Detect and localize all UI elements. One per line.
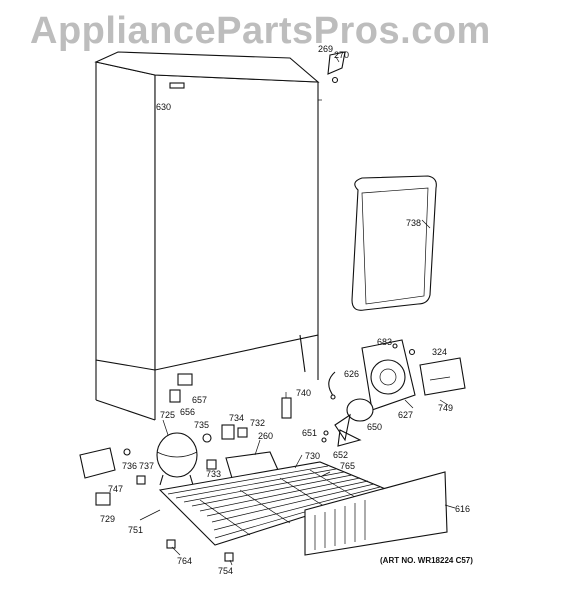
part-label-616: 616 — [455, 504, 471, 514]
overload-relay — [169, 373, 193, 403]
part-label-730: 730 — [305, 451, 321, 461]
part-label-733: 733 — [206, 469, 222, 479]
part-label-732: 732 — [250, 418, 266, 428]
part-label-738: 738 — [406, 218, 422, 228]
part-label-650: 650 — [367, 422, 383, 432]
part-label-737: 737 — [139, 461, 155, 471]
part-label-736: 736 — [122, 461, 138, 471]
mullion-cover — [419, 357, 466, 396]
part-label-627: 627 — [398, 410, 414, 420]
compressor — [156, 432, 198, 486]
fan-bracket — [361, 339, 416, 411]
part-label-652: 652 — [333, 450, 349, 460]
condenser-grid — [158, 461, 390, 546]
part-label-270: 270 — [334, 50, 350, 60]
wire-harness — [328, 371, 336, 400]
part-label-656: 656 — [180, 407, 196, 417]
left-components — [79, 447, 146, 506]
part-label-764: 764 — [177, 556, 193, 566]
part-label-754: 754 — [218, 566, 234, 576]
leader-lines — [139, 56, 456, 566]
part-label-324: 324 — [432, 347, 448, 357]
start-relay-group — [202, 424, 248, 470]
hinge-bracket — [327, 51, 346, 84]
door-gasket — [351, 175, 437, 311]
part-label-740: 740 — [296, 388, 312, 398]
fan-motor — [334, 398, 374, 447]
rear-grille — [304, 471, 448, 556]
part-label-747: 747 — [108, 484, 124, 494]
cabinet-shell — [94, 51, 322, 421]
defrost-switch — [281, 392, 292, 419]
part-label-765: 765 — [340, 461, 356, 471]
screws — [321, 343, 416, 443]
part-label-657: 657 — [192, 395, 208, 405]
mounting-hardware — [166, 471, 331, 562]
part-label-630: 630 — [156, 102, 172, 112]
part-label-651: 651 — [302, 428, 318, 438]
art-number: (ART NO. WR18224 C57) — [380, 556, 473, 565]
part-label-269: 269 — [318, 44, 334, 54]
part-label-626: 626 — [344, 369, 360, 379]
part-label-749: 749 — [438, 403, 454, 413]
watermark: AppliancePartsPros.com — [30, 10, 491, 52]
part-label-725: 725 — [160, 410, 176, 420]
part-label-729: 729 — [100, 514, 116, 524]
part-label-683: 683 — [377, 337, 393, 347]
part-label-735: 735 — [194, 420, 210, 430]
part-label-751: 751 — [128, 525, 144, 535]
part-label-260: 260 — [258, 431, 274, 441]
part-label-734: 734 — [229, 413, 245, 423]
